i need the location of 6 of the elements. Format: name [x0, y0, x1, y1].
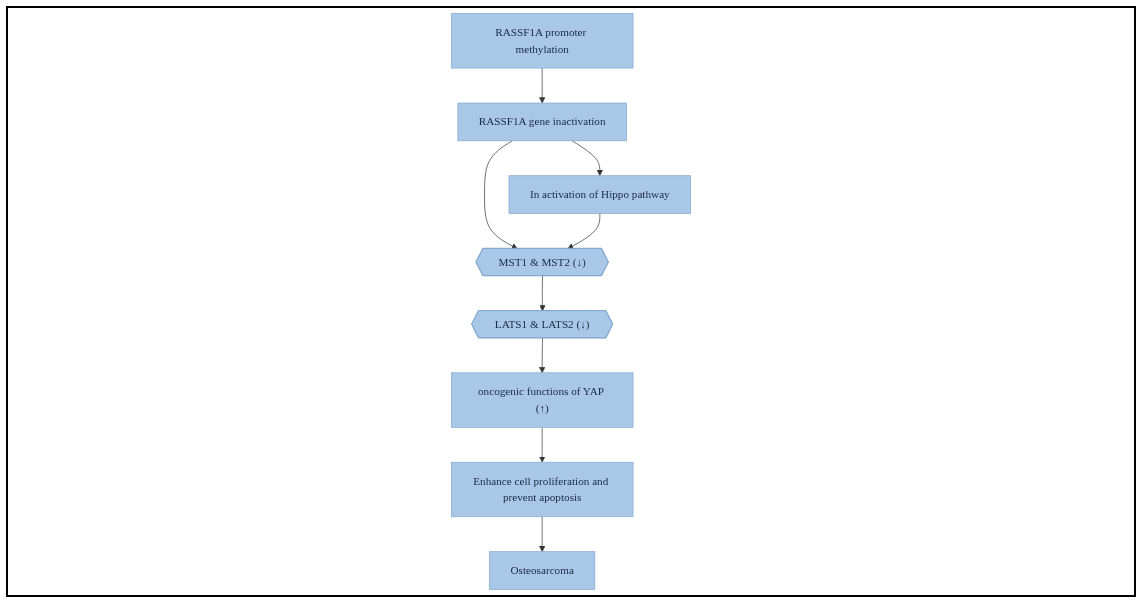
- node-box: Osteosarcoma: [489, 551, 596, 590]
- node-box: Enhance cell proliferation and prevent apoptosis: [451, 461, 634, 518]
- node-box: oncogenic functions of YAP (↑): [451, 372, 634, 428]
- node-box: RASSF1A promoter methylation: [451, 13, 634, 69]
- node-box: In activation of Hippo pathway: [508, 175, 691, 214]
- node-box: RASSF1A gene inactivation: [457, 102, 627, 142]
